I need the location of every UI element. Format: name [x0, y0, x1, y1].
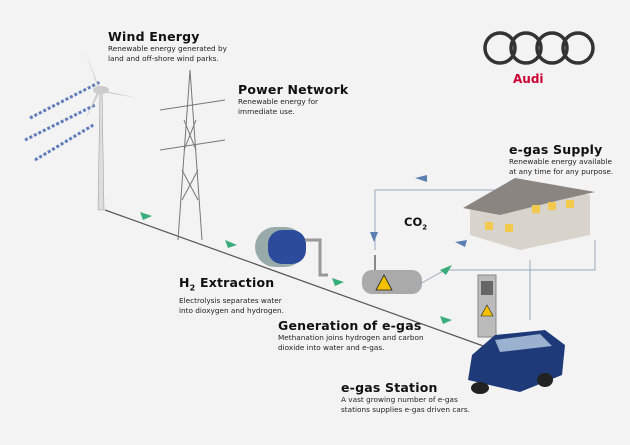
egas-station-block: e-gas Station A vast growing number of e…: [341, 381, 470, 415]
wind-streaks: [24, 80, 101, 162]
wind-energy-desc-2: land and off-shore wind parks.: [108, 54, 219, 63]
wind-turbine-icon: [85, 50, 138, 211]
power-network-title: Power Network: [238, 82, 349, 97]
egas-supply-title: e-gas Supply: [509, 142, 603, 157]
co2-sub: 2: [422, 223, 428, 232]
generation-desc-2: dioxide into water and e-gas.: [278, 343, 385, 352]
co2-label: CO2: [404, 215, 427, 231]
generation-desc-1: Methanation joins hydrogen and carbon: [278, 333, 424, 342]
car-icon: [468, 330, 565, 394]
wind-energy-title: Wind Energy: [108, 29, 200, 44]
power-network-block: Power Network Renewable energy for immed…: [238, 83, 348, 117]
generation-block: Generation of e-gas Methanation joins hy…: [278, 319, 424, 353]
h2-h: H: [179, 275, 190, 290]
flow-arrows-blue: [370, 175, 467, 247]
wind-energy-block: Wind Energy Renewable energy generated b…: [108, 30, 227, 64]
generation-title: Generation of e-gas: [278, 318, 422, 333]
egas-supply-block: e-gas Supply Renewable energy available …: [509, 143, 613, 177]
h2-extraction-title: H2 Extraction: [179, 276, 284, 296]
methanation-unit-icon: [362, 255, 422, 294]
gas-pipes: [374, 189, 596, 320]
egas-station-title: e-gas Station: [341, 380, 438, 395]
house-icon: [463, 178, 595, 250]
egas-supply-desc-1: Renewable energy available: [509, 157, 612, 166]
egas-supply-desc-2: at any time for any purpose.: [509, 167, 614, 176]
h2-extraction-block: H2 Extraction Electrolysis separates wat…: [179, 276, 284, 316]
co2-main: CO: [404, 215, 423, 229]
energy-line: [104, 209, 501, 353]
audi-logo-rings: [483, 31, 595, 65]
power-network-desc-1: Renewable energy for: [238, 97, 319, 106]
h2-sub: 2: [189, 283, 196, 293]
h2-desc-2: into dioxygen and hydrogen.: [179, 305, 284, 315]
power-pylon-icon: [159, 69, 226, 241]
flow-arrows-green: [140, 212, 452, 324]
wind-energy-desc-1: Renewable energy generated by: [108, 44, 227, 53]
electrolysis-tank-icon: [255, 227, 328, 277]
power-network-desc-2: immediate use.: [238, 107, 295, 116]
egas-station-desc-1: A vast growing number of e-gas: [341, 395, 458, 404]
egas-station-desc-2: stations supplies e-gas driven cars.: [341, 405, 470, 414]
gas-pump-icon: [477, 274, 497, 338]
h2-desc-1: Electrolysis separates water: [179, 295, 282, 305]
audi-logo-text: Audi: [513, 72, 544, 86]
h2-rest: Extraction: [195, 275, 275, 290]
